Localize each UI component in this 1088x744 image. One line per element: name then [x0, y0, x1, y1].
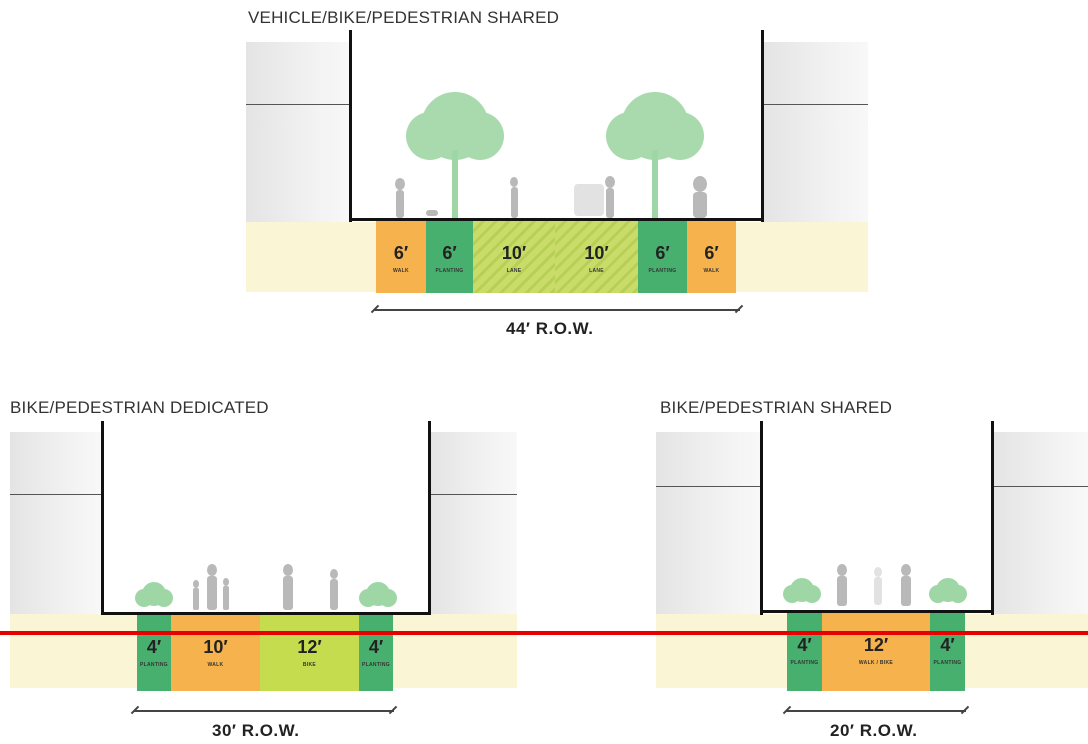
segment-lane: 10′ LANE — [473, 221, 555, 293]
section-title: VEHICLE/BIKE/PEDESTRIAN SHARED — [248, 8, 560, 27]
segment-lane: 10′ LANE — [555, 221, 638, 293]
segment-width: 6′ — [655, 243, 670, 263]
segment-width: 10′ — [584, 243, 609, 263]
dimension-line — [786, 710, 966, 712]
building-wall-right — [761, 30, 764, 222]
building-floor-line — [431, 494, 517, 495]
shrubs-and-people-illustration — [135, 564, 397, 610]
segment-width: 12′ — [863, 635, 889, 655]
building-right — [764, 42, 868, 222]
segment-label: PLANTING — [140, 662, 168, 668]
building-left — [10, 432, 102, 614]
building-right — [994, 432, 1088, 614]
shrubs-and-people-illustration — [783, 564, 967, 606]
segment-planting: 6′ PLANTING — [638, 221, 687, 293]
segment-label: WALK / BIKE — [858, 660, 894, 666]
building-wall-right — [991, 421, 994, 615]
segment-planting: 4′ PLANTING — [137, 615, 171, 691]
building-floor-line — [764, 104, 868, 105]
segment-width: 4′ — [940, 635, 955, 655]
segment-width: 4′ — [797, 635, 812, 655]
dimension-tick — [960, 705, 970, 715]
segment-label: WALK — [703, 268, 720, 274]
building-wall-right — [428, 421, 431, 615]
building-floor-line — [246, 104, 350, 105]
row-label: 20′ R.O.W. — [830, 721, 918, 740]
building-floor-line — [10, 494, 102, 495]
dimension-line — [374, 309, 740, 311]
building-left — [246, 42, 350, 222]
segment-label: LANE — [589, 268, 604, 274]
segment-width: 4′ — [146, 637, 162, 657]
segment-planting: 4′ PLANTING — [359, 615, 393, 691]
segment-walk: 6′ WALK — [376, 221, 426, 293]
segment-walk: 10′ WALK — [171, 615, 260, 691]
segment-label: WALK — [393, 268, 409, 274]
ground-line — [101, 612, 431, 615]
segment-width: 6′ — [704, 243, 719, 263]
section-title: BIKE/PEDESTRIAN DEDICATED — [10, 398, 269, 417]
dimension-tick — [734, 304, 744, 314]
segment-label: PLANTING — [435, 268, 464, 274]
ground-line — [760, 610, 994, 613]
section-title: BIKE/PEDESTRIAN SHARED — [660, 398, 893, 417]
segment-walk-bike: 12′ WALK / BIKE — [822, 613, 930, 691]
building-wall-left — [760, 421, 763, 615]
dimension-tick — [388, 705, 398, 715]
segment-width: 12′ — [297, 637, 322, 657]
building-floor-line — [656, 486, 760, 487]
row-label: 44′ R.O.W. — [506, 319, 594, 338]
segment-width: 4′ — [368, 637, 384, 657]
row-label: 30′ R.O.W. — [212, 721, 300, 740]
segment-label: PLANTING — [648, 268, 677, 274]
segment-width: 10′ — [501, 243, 527, 263]
segment-width: 6′ — [393, 243, 409, 263]
segment-width: 10′ — [203, 637, 228, 657]
dimension-line — [134, 710, 394, 712]
segment-label: PLANTING — [933, 660, 962, 666]
tree-and-people-illustration — [395, 92, 707, 220]
segment-label: LANE — [506, 268, 522, 274]
segment-label: BIKE — [302, 662, 317, 668]
segment-width: 6′ — [442, 243, 457, 263]
red-annotation-line — [0, 631, 1088, 635]
segment-bike: 12′ BIKE — [260, 615, 359, 691]
building-left — [656, 432, 760, 614]
building-right — [431, 432, 517, 614]
segment-planting: 4′ PLANTING — [930, 613, 965, 691]
building-wall-left — [349, 30, 352, 222]
segment-walk: 6′ WALK — [687, 221, 736, 293]
segment-planting: 4′ PLANTING — [787, 613, 822, 691]
segment-label: PLANTING — [790, 660, 819, 666]
building-wall-left — [101, 421, 104, 615]
ground-line — [349, 218, 764, 221]
segment-planting: 6′ PLANTING — [426, 221, 473, 293]
segment-label: PLANTING — [362, 662, 390, 668]
building-floor-line — [994, 486, 1088, 487]
segment-label: WALK — [207, 662, 224, 668]
